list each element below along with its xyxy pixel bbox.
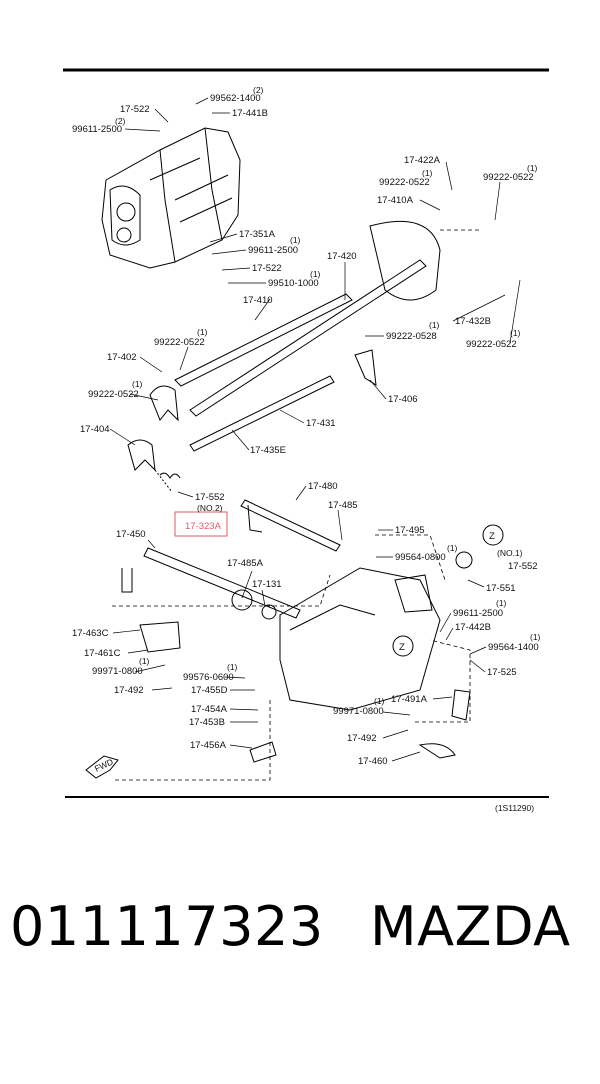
callout: 17-455D [191,685,228,696]
callout: 17-552 [508,561,538,572]
callout: 99222-0522 [88,389,139,400]
highlight-box [174,511,228,537]
callout: 17-522 [252,263,282,274]
caption: 011117323 MAZDA [0,895,600,985]
callout: 99222-0522 [483,172,534,183]
lower-assemblies [121,499,473,763]
callout: 17-453B [189,717,225,728]
callout: (1) [310,269,321,279]
callout: 17-441B [232,108,268,119]
callout: 17-402 [107,352,137,363]
callout: 17-435E [250,445,286,456]
callout: 17-420 [327,251,357,262]
callout: (2) [115,116,126,126]
callout: 17-552 [195,492,225,503]
callout: 17-131 [252,579,282,590]
callout: (NO.1) [497,548,523,558]
callout: 17-463C [72,628,109,639]
callout: (2) [253,85,264,95]
callout: 17-450 [116,529,146,540]
parts-exploded-diagram: FWD Z Z 17-323A (2) 99562-1400 17-522 17… [63,68,549,813]
callout: (1) [496,598,507,608]
callout: 99971-0800 [333,706,384,717]
callout: 99564-1400 [488,642,539,653]
z-marker-circle-upper [482,524,504,546]
callout: 99971-0800 [92,666,143,677]
callout: 17-522 [120,104,150,115]
reference-code: (1S11290) [495,803,534,813]
highlighted-part-label: 17-323A [185,521,222,532]
z-marker-upper: Z [489,531,495,542]
callout: 17-491A [391,694,428,705]
callout: (1) [290,235,301,245]
callout: 17-410 [243,295,273,306]
z-marker-circle-lower [392,635,414,657]
callout: 17-456A [190,740,227,751]
callout: 17-422A [404,155,441,166]
callout: 17-492 [114,685,144,696]
callout: 17-431 [306,418,336,429]
callout: 99510-1000 [268,278,319,289]
z-marker-lower: Z [399,642,405,653]
callout: 99222-0522 [154,337,205,348]
callout: (1) [132,379,143,389]
callout: 17-406 [388,394,418,405]
callout: 17-442B [455,622,491,633]
leader-lines [109,97,521,762]
callout: 17-551 [486,583,516,594]
callout: (1) [530,632,541,642]
part-number: 011117323 [10,895,324,958]
callout: 99611-2500 [453,608,503,619]
callout: (1) [139,656,150,666]
dashed-guides [112,229,480,781]
callout: 99611-2500 [248,245,298,256]
callout: (NO.2) [197,503,223,513]
callout: 99222-0522 [379,177,430,188]
brand-name: MAZDA [370,895,571,958]
shift-rods [174,220,441,452]
shift-forks [127,349,377,493]
forward-arrow-icon: FWD [85,755,119,779]
callout: (1) [227,662,238,672]
callout: (1) [447,543,458,553]
callout: 99222-0522 [466,339,517,350]
callout: (1) [429,320,440,330]
callout: (1) [527,163,538,173]
callout: 17-410A [377,195,414,206]
callout: 99576-0600 [183,672,234,683]
callout: 17-432B [455,316,491,327]
callout: 17-404 [80,424,110,435]
callout: 17-525 [487,667,517,678]
callout: 17-460 [358,756,388,767]
callout: (1) [374,696,385,706]
callout: 17-480 [308,481,338,492]
transmission-case-drawing [101,127,241,269]
callout: 17-485 [328,500,358,511]
callout: 17-485A [227,558,264,569]
callout: (1) [197,327,208,337]
callout-labels: (2) 99562-1400 17-522 17-441B (2) 99611-… [72,85,541,767]
callout: 17-351A [239,229,276,240]
callout: 99222-0528 [386,331,437,342]
callout: 99611-2500 [72,124,122,135]
callout: 17-495 [395,525,425,536]
callout: (1) [510,328,521,338]
callout: 99562-1400 [210,93,261,104]
callout: 17-461C [84,648,121,659]
callout: 99564-0800 [395,552,446,563]
callout: 17-454A [191,704,228,715]
callout: 17-492 [347,733,377,744]
callout: (1) [422,168,433,178]
